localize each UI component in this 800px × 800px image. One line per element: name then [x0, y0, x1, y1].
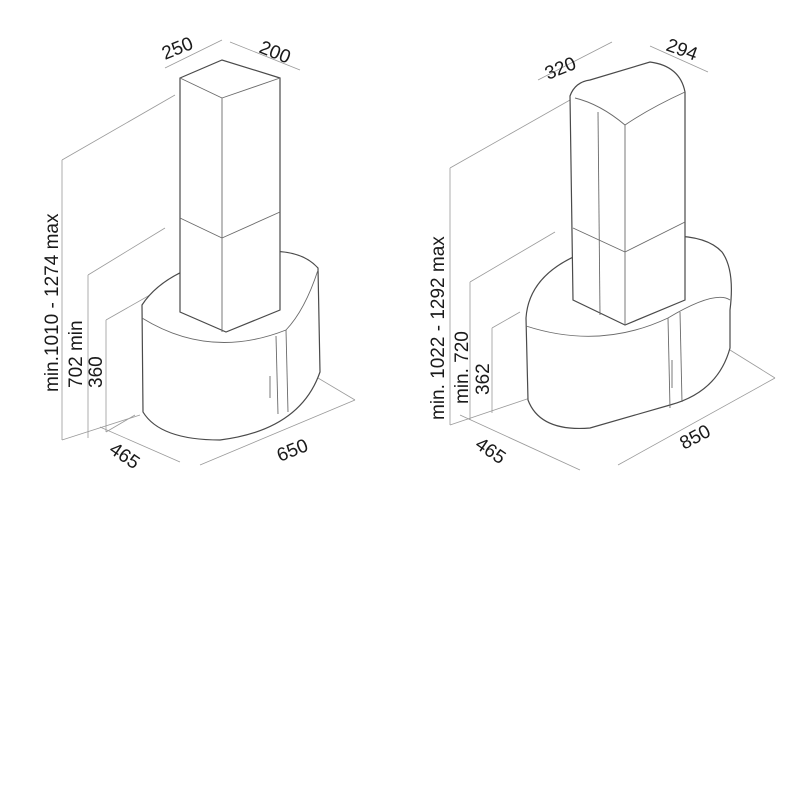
hood-b-chimney — [569, 61, 686, 326]
hood-a-min-height-label: 702 min — [66, 320, 87, 388]
hood-a-drawing: 250 200 min.1010 - 1274 max 702 min 360 … — [42, 33, 356, 474]
hood-a-height-range-label: min.1010 - 1274 max — [42, 213, 63, 392]
hood-a-chimney-width-label: 250 — [159, 33, 196, 64]
hood-b-dimension-lines — [449, 41, 776, 471]
hood-b-drawing: 320 294 min. 1022 - 1292 max min. 720 36… — [428, 35, 776, 471]
hood-b-width-label: 850 — [676, 421, 714, 454]
hood-a-depth-label: 465 — [105, 439, 143, 474]
hood-b-body-height-label: 362 — [473, 363, 494, 395]
hood-a-chimney-depth-label: 200 — [256, 37, 293, 68]
hood-b-chimney-width-label: 320 — [542, 53, 579, 84]
hood-b-height-range-label: min. 1022 - 1292 max — [428, 236, 449, 420]
hood-a-dimension-lines — [61, 39, 356, 466]
hood-b-depth-label: 465 — [471, 434, 509, 469]
hood-a-body-height-label: 360 — [86, 356, 107, 388]
hood-a-chimney — [179, 59, 281, 333]
hood-a-width-label: 650 — [274, 435, 311, 466]
hood-b-chimney-depth-label: 294 — [663, 35, 700, 66]
hood-b-min-height-label: min. 720 — [452, 331, 473, 404]
